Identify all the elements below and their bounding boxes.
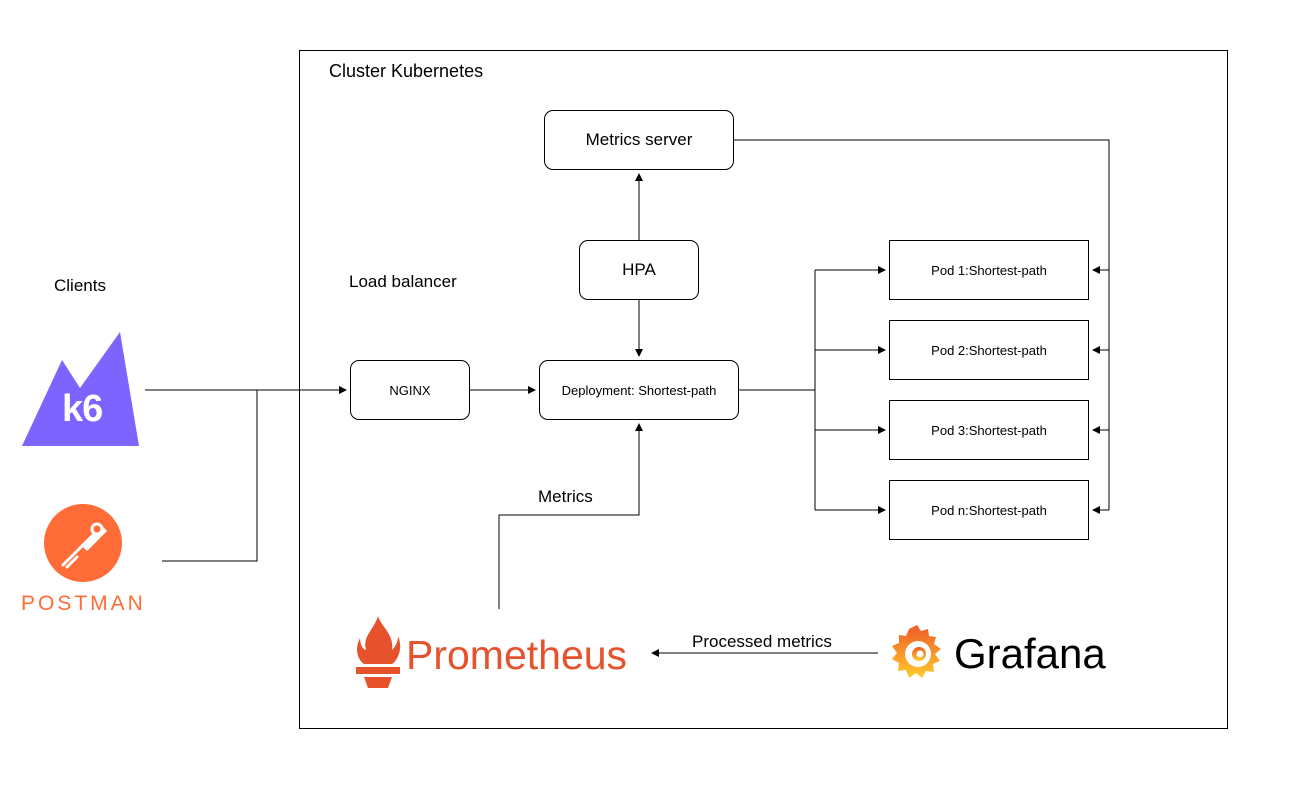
postman-logo-text: POSTMAN	[21, 592, 146, 615]
prometheus-logo-text: Prometheus	[406, 632, 628, 678]
postman-logo: POSTMAN	[20, 503, 150, 618]
metrics-server-node[interactable]: Metrics server	[544, 110, 734, 170]
load-balancer-label: Load balancer	[349, 272, 457, 291]
prometheus-torch-icon	[356, 616, 401, 688]
cluster-title: Cluster Kubernetes	[329, 61, 484, 81]
metrics-edge-label: Metrics	[538, 487, 593, 506]
pod-3-node[interactable]: Pod 3:Shortest-path	[889, 400, 1089, 460]
edge-metrics-server-trunk	[734, 139, 1110, 510]
edge-prometheus-to-deployment	[498, 423, 643, 609]
prometheus-logo: Prometheus	[352, 614, 652, 692]
clients-label: Clients	[54, 276, 106, 295]
k6-mountain-icon	[22, 332, 139, 446]
pod-2-node[interactable]: Pod 2:Shortest-path	[889, 320, 1089, 380]
grafana-swirl-icon	[892, 625, 941, 678]
postman-astronaut-icon	[44, 504, 122, 582]
cluster-boundary	[299, 50, 1228, 729]
nginx-node[interactable]: NGINX	[350, 360, 470, 420]
pod-1-node[interactable]: Pod 1:Shortest-path	[889, 240, 1089, 300]
pod-n-node[interactable]: Pod n:Shortest-path	[889, 480, 1089, 540]
k6-logo: k6	[22, 332, 140, 447]
hpa-node[interactable]: HPA	[579, 240, 699, 300]
grafana-logo-text: Grafana	[954, 630, 1106, 677]
processed-metrics-edge-label: Processed metrics	[692, 632, 832, 651]
k6-logo-text: k6	[62, 388, 103, 430]
edge-postman-to-nginx	[162, 390, 258, 562]
deployment-node[interactable]: Deployment: Shortest-path	[539, 360, 739, 420]
grafana-logo: Grafana	[888, 620, 1148, 686]
